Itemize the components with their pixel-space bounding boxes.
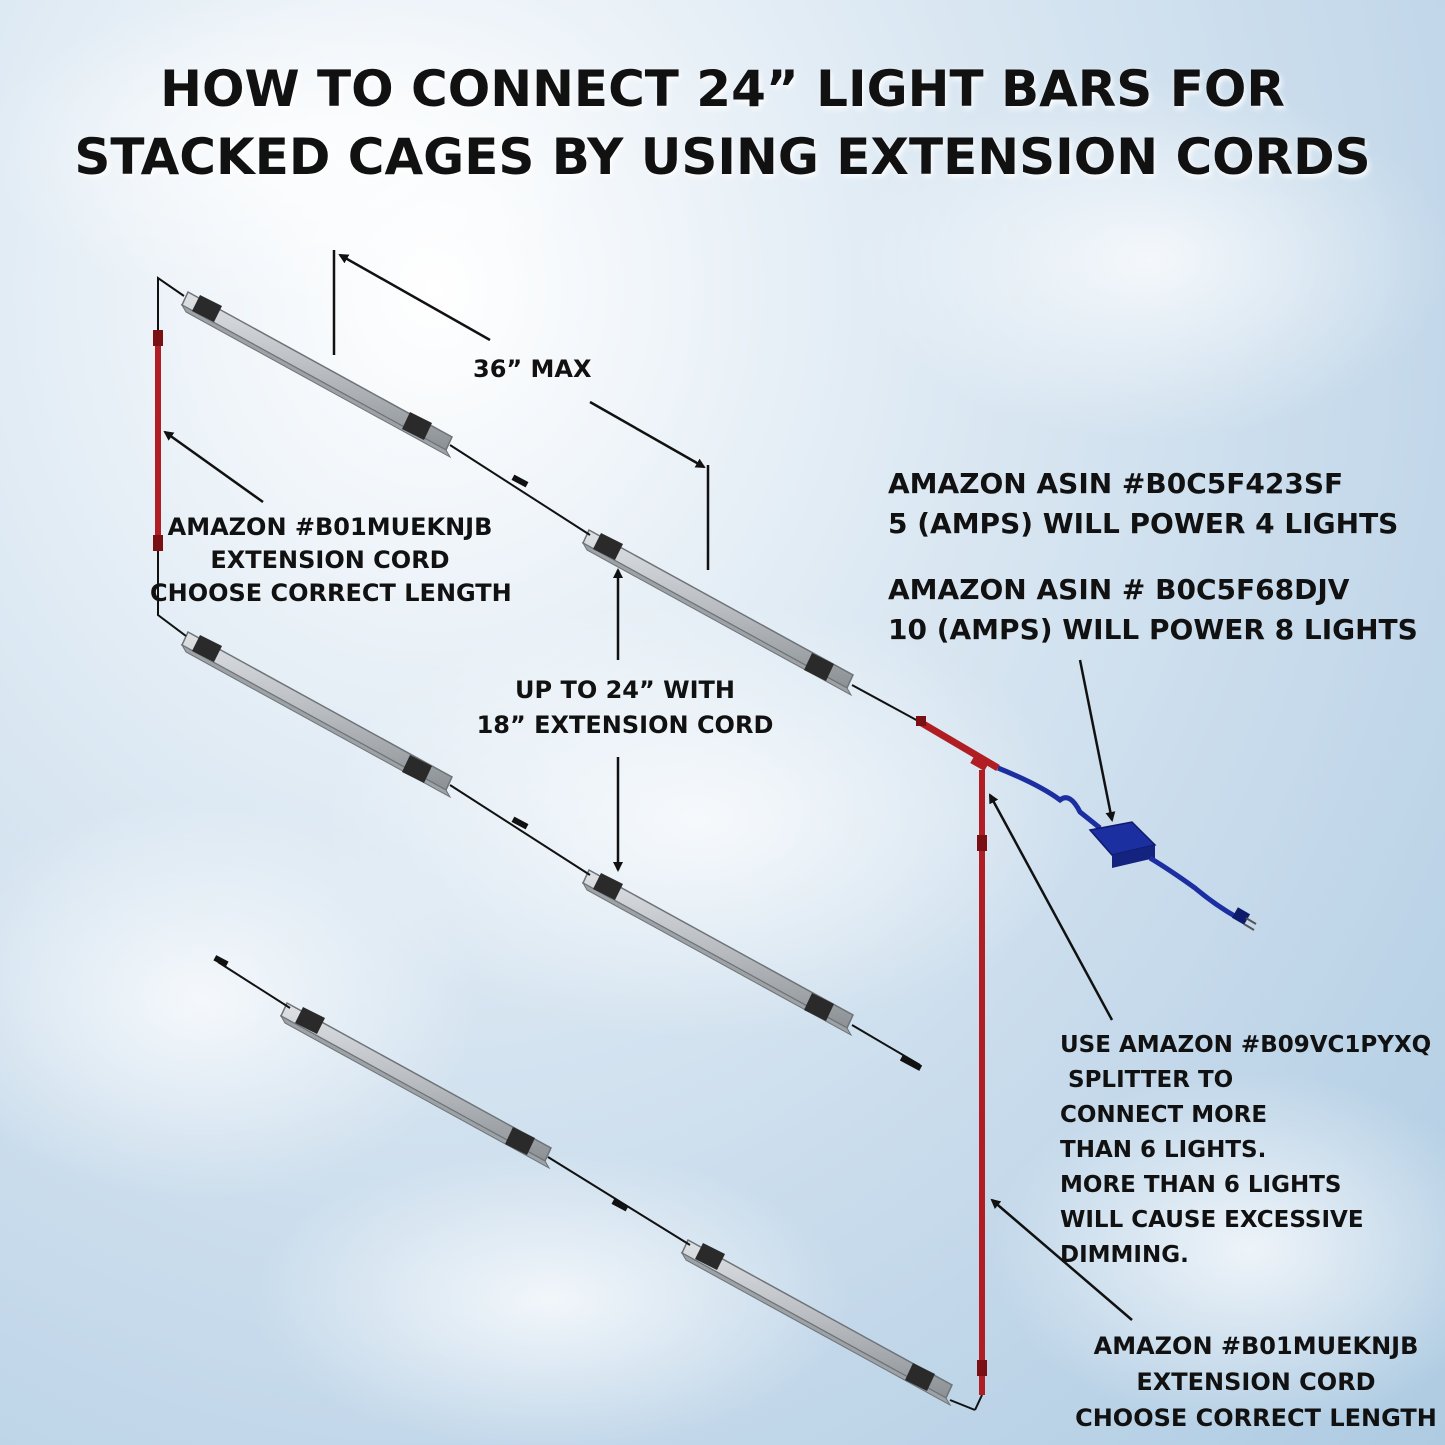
adapter-5a-label: AMAZON ASIN #B0C5F423SF 5 (AMPS) WILL PO… (888, 470, 1398, 538)
splitter-cord (916, 716, 1000, 772)
adapter-10a-line-1: AMAZON ASIN # B0C5F68DJV (888, 573, 1350, 606)
ext-cord-left-line-1: AMAZON #B01MUEKNJB (167, 513, 493, 541)
page-title-line-2: STACKED CAGES BY USING EXTENSION CORDS (74, 128, 1371, 186)
light-bar-top-left (180, 290, 453, 459)
ext-cord-left-line-2: EXTENSION CORD (210, 546, 450, 574)
adapter-5a-line-2: 5 (AMPS) WILL POWER 4 LIGHTS (888, 507, 1399, 540)
splitter-line-3: CONNECT MORE (1060, 1102, 1268, 1128)
max-spacing-label: 36” MAX (473, 355, 592, 383)
light-bar-bottom-right (680, 1238, 953, 1407)
power-adapter (997, 765, 1257, 931)
splitter-line-2: SPLITTER TO (1060, 1067, 1234, 1093)
splitter-line-6: WILL CAUSE EXCESSIVE (1060, 1207, 1364, 1233)
gap-note-label: UP TO 24” WITH 18” EXTENSION CORD (460, 678, 790, 737)
light-bar-top-right (581, 528, 854, 697)
gap-note-line-2: 18” EXTENSION CORD (476, 711, 774, 739)
splitter-label: USE AMAZON #B09VC1PYXQ SPLITTER TO CONNE… (1060, 1028, 1431, 1273)
ext-cord-right-label: AMAZON #B01MUEKNJB EXTENSION CORD CHOOSE… (1075, 1328, 1437, 1436)
gap-note-line-1: UP TO 24” WITH (515, 676, 735, 704)
adapter-10a-label: AMAZON ASIN # B0C5F68DJV 10 (AMPS) WILL … (888, 576, 1418, 644)
splitter-line-5: MORE THAN 6 LIGHTS (1060, 1172, 1342, 1198)
extension-cord-right (977, 770, 987, 1395)
splitter-line-4: THAN 6 LIGHTS. (1060, 1137, 1267, 1163)
wire-connectors (213, 474, 923, 1212)
dimension-lines (163, 250, 1133, 1321)
light-bar-bottom-left (279, 1001, 552, 1170)
light-bar-middle-right (581, 868, 854, 1037)
splitter-line-1: USE AMAZON #B09VC1PYXQ (1060, 1032, 1432, 1058)
adapter-5a-line-1: AMAZON ASIN #B0C5F423SF (888, 467, 1344, 500)
ext-cord-left-label: AMAZON #B01MUEKNJB EXTENSION CORD CHOOSE… (150, 513, 512, 607)
ext-cord-left-line-3: CHOOSE CORRECT LENGTH (150, 579, 512, 607)
splitter-line-7: DIMMING. (1060, 1242, 1189, 1268)
ext-cord-right-line-3: CHOOSE CORRECT LENGTH (1075, 1404, 1437, 1432)
ext-cord-right-line-1: AMAZON #B01MUEKNJB (1093, 1332, 1419, 1360)
adapter-10a-line-2: 10 (AMPS) WILL POWER 8 LIGHTS (888, 613, 1418, 646)
light-bar-middle-left (180, 630, 453, 799)
page-title-line-1: HOW TO CONNECT 24” LIGHT BARS FOR (160, 60, 1285, 118)
extension-cord-left (153, 330, 163, 551)
ext-cord-right-line-2: EXTENSION CORD (1136, 1368, 1376, 1396)
link-wires (157, 276, 983, 1411)
